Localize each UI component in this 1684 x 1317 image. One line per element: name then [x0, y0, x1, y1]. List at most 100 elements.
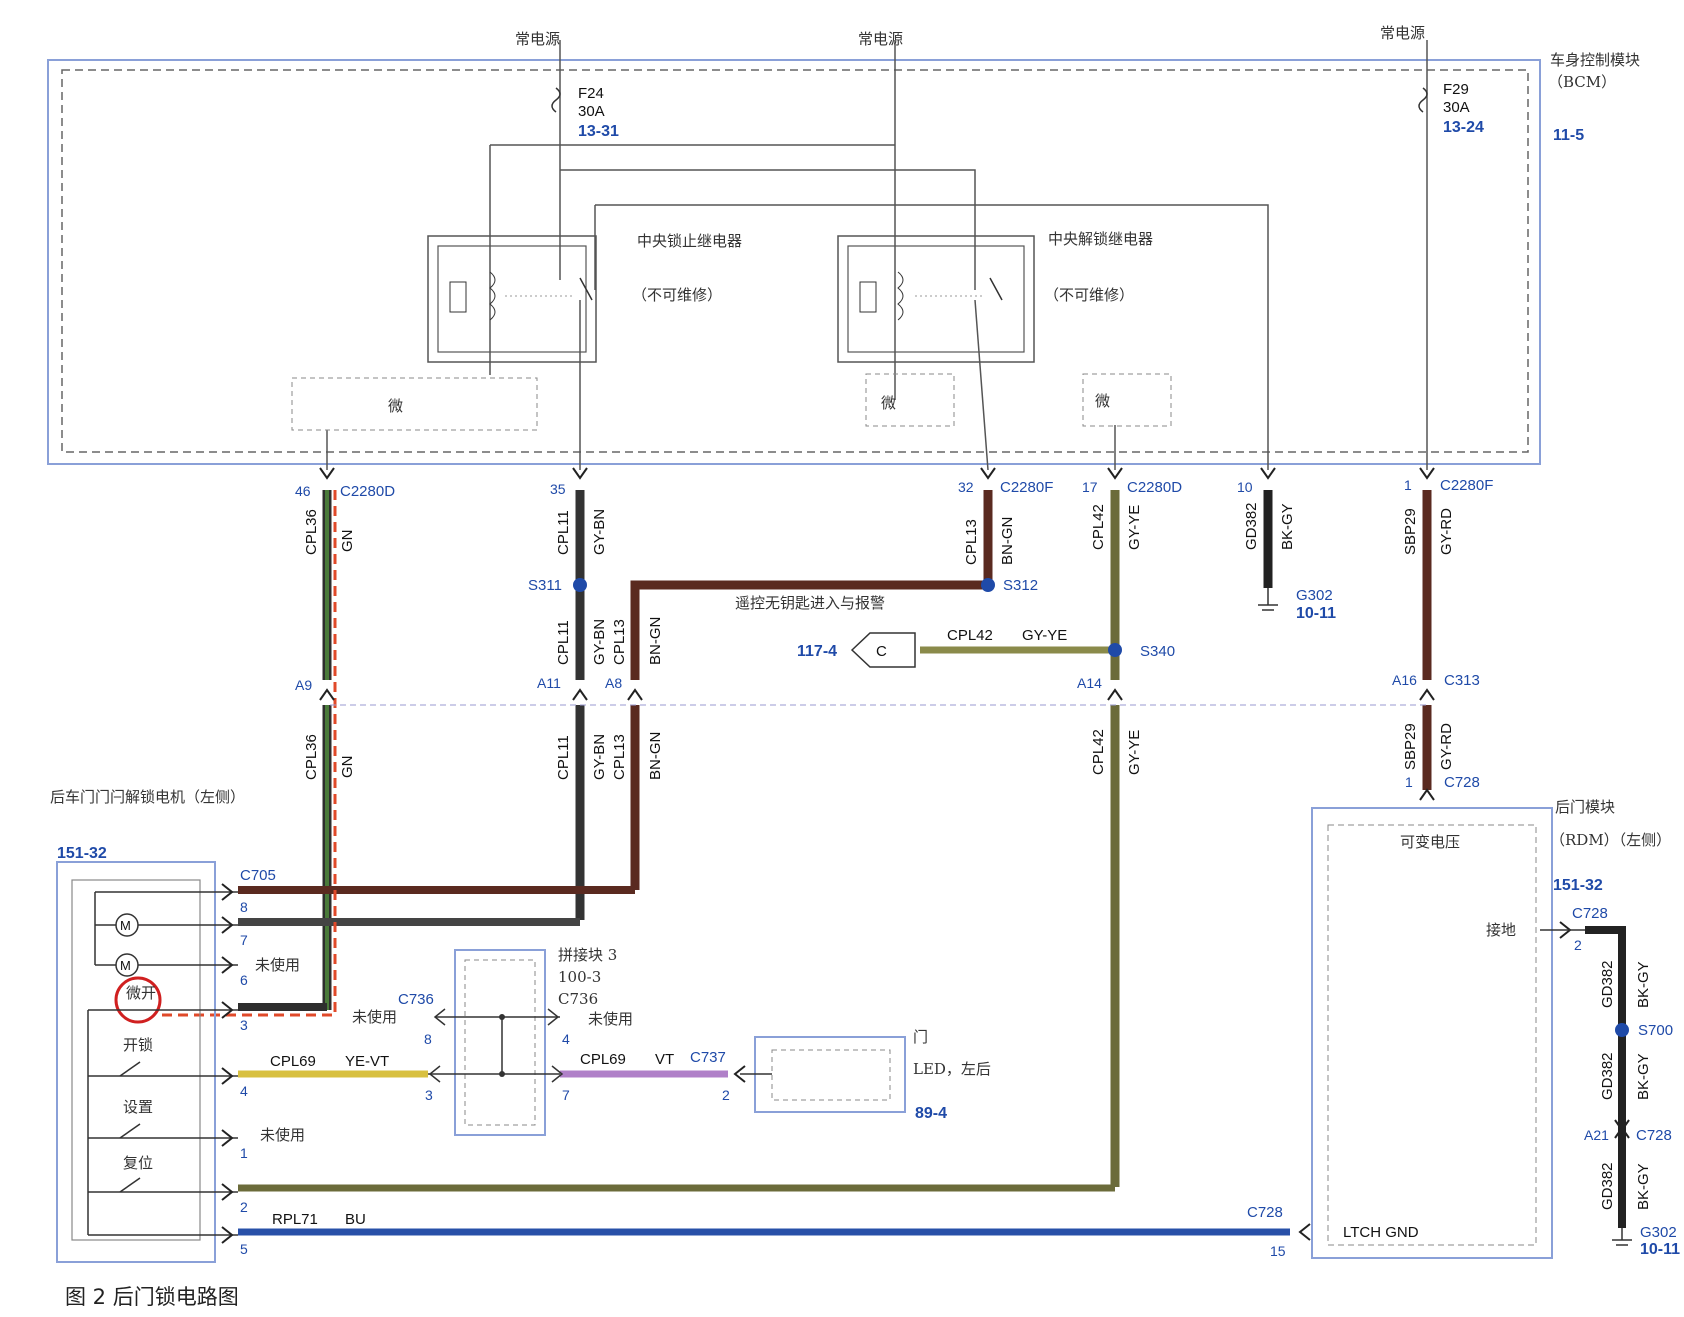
- highlight-circle: [114, 976, 162, 1024]
- splice-s340-label: S340: [1140, 643, 1175, 660]
- micro-box-3: [1082, 373, 1172, 427]
- motor-unused-1: 未使用: [260, 1126, 305, 1144]
- micro-box-1: [291, 377, 538, 431]
- wire-bu: BU: [345, 1211, 366, 1228]
- wire-cpl42-bot: CPL42: [1090, 729, 1107, 775]
- bcm-outer-box: [47, 59, 1541, 465]
- motor-pin-7: 7: [240, 932, 248, 948]
- wire-rpl71: RPL71: [272, 1211, 318, 1228]
- motor-inner-box: [71, 879, 201, 1241]
- connector-c-shape: [850, 632, 916, 668]
- inline-a9: A9: [295, 677, 312, 693]
- rdm-outer-box: [1311, 807, 1553, 1259]
- wire-cpl11-bot: CPL11: [555, 735, 572, 780]
- splice-block-p4: 4: [562, 1031, 570, 1047]
- bcm-sub: （BCM）: [1548, 73, 1616, 91]
- inline-c313-2: C728: [1636, 1127, 1672, 1144]
- rdm-conn-c728-2: C728: [1247, 1204, 1283, 1221]
- bcm-internal-wiring: [326, 40, 1428, 471]
- inline-c313: C313: [1444, 672, 1480, 689]
- conn-c2280d-1: C2280D: [340, 483, 395, 500]
- rdm-ltch-gnd: LTCH GND: [1343, 1224, 1419, 1241]
- splice-s700-label: S700: [1638, 1022, 1673, 1039]
- motor-pin-5: 5: [240, 1241, 248, 1257]
- motor-pin-2: 2: [240, 1199, 248, 1215]
- motor-outer-box: [56, 861, 216, 1263]
- splice-s311-label: S311: [528, 577, 562, 594]
- ground-g302-2: G302: [1640, 1224, 1677, 1241]
- inline-arrows: [319, 688, 1435, 801]
- rdm-sub: （RDM）（左侧）: [1550, 831, 1671, 849]
- motor-icon-2: [115, 953, 139, 977]
- led-pin: 2: [722, 1087, 730, 1103]
- splice-block-conn-left: C736: [398, 991, 434, 1008]
- motor-internal-wiring: [87, 891, 238, 1236]
- wire-cpl13-bot: CPL13: [611, 734, 628, 780]
- splice-block-p3: 3: [425, 1087, 433, 1103]
- led-arrow: [733, 1065, 746, 1083]
- motor-pin-1: 1: [240, 1145, 248, 1161]
- inline-a14: A14: [1077, 675, 1102, 691]
- motor-pin-4: 4: [240, 1083, 248, 1099]
- wire-cpl69-right: CPL69: [580, 1051, 626, 1068]
- motor-set: 设置: [123, 1098, 153, 1116]
- power-label-2: 常电源: [858, 30, 903, 48]
- wire-vt: VT: [655, 1051, 674, 1068]
- splice-node-1: [499, 1014, 505, 1020]
- splice-block-p8: 8: [424, 1031, 432, 1047]
- micro-label-2: 微: [881, 394, 896, 412]
- rdm-pin-2: 2: [1574, 937, 1582, 953]
- wire-bngn-bot: BN-GN: [647, 732, 664, 780]
- splice-block-conn: C736: [558, 990, 598, 1008]
- wire-gd382-r1: GD382: [1599, 960, 1616, 1008]
- conn-c2280d-2: C2280D: [1127, 479, 1182, 496]
- motor-ref: 151-32: [57, 845, 107, 862]
- wire-gd382-r3: GD382: [1599, 1162, 1616, 1210]
- motor-pin-arrows: [221, 883, 234, 1244]
- wire-cpl11-top: CPL11: [555, 510, 572, 555]
- wire-sbp29-bot: SBP29: [1402, 723, 1419, 770]
- motor-unused-3: 未使用: [352, 1008, 397, 1026]
- ground-icon-1: [1258, 588, 1278, 611]
- wire-bngn-mid: BN-GN: [647, 617, 664, 665]
- wire-gd382-top: GD382: [1243, 502, 1260, 550]
- motor-conn-c705: C705: [240, 867, 276, 884]
- inline-a11: A11: [537, 675, 561, 691]
- wire-bkgy-top: BK-GY: [1279, 503, 1296, 550]
- wire-bngn-top: BN-GN: [999, 517, 1016, 565]
- rdm-ref: 151-32: [1553, 877, 1603, 894]
- wire-sbp29-top: SBP29: [1402, 508, 1419, 555]
- splice-block-p7: 7: [562, 1087, 570, 1103]
- fuse-f29-name: F29: [1443, 81, 1469, 98]
- unlock-relay-name: 中央解锁继电器: [1048, 230, 1153, 248]
- fuse-f24-icon: [551, 87, 561, 113]
- wire-cpl13-mid: CPL13: [611, 619, 628, 665]
- rdm-title: 后门模块: [1555, 798, 1615, 816]
- micro-label-3: 微: [1095, 392, 1110, 410]
- wire-bkgy-r1: BK-GY: [1635, 961, 1652, 1008]
- wire-gybn-bot: GY-BN: [591, 734, 608, 780]
- rdm-pin-15: 15: [1270, 1243, 1286, 1259]
- pin-10: 10: [1237, 479, 1253, 495]
- inline-c728: C728: [1444, 774, 1480, 791]
- splice-node-2: [499, 1071, 505, 1077]
- motor-title: 后车门门闩解锁电机（左侧）: [50, 788, 245, 806]
- wire-cpl42-top: CPL42: [1090, 504, 1107, 550]
- rdm-conn-c728: C728: [1572, 905, 1608, 922]
- splice-block-title: 拼接块 3: [558, 946, 617, 964]
- led-ref: 89-4: [915, 1105, 947, 1122]
- wire-gyye-bot: GY-YE: [1126, 730, 1143, 775]
- splice-s340: [1108, 643, 1122, 657]
- wire-cpl11-mid: CPL11: [555, 620, 572, 665]
- rdm-inline-arrows: [1614, 1119, 1630, 1139]
- wire-cpl36-top: CPL36: [303, 509, 320, 555]
- wire-gyrd-top: GY-RD: [1438, 508, 1455, 555]
- motor-pin-3: 3: [240, 1017, 248, 1033]
- micro-box-2: [865, 373, 955, 427]
- led-name: LED，左后: [913, 1060, 991, 1078]
- motor-unlock: 开锁: [123, 1036, 153, 1054]
- led-door: 门: [913, 1028, 928, 1046]
- ground-ref-2: 10-11: [1640, 1241, 1680, 1258]
- bcm-ref: 11-5: [1553, 127, 1584, 144]
